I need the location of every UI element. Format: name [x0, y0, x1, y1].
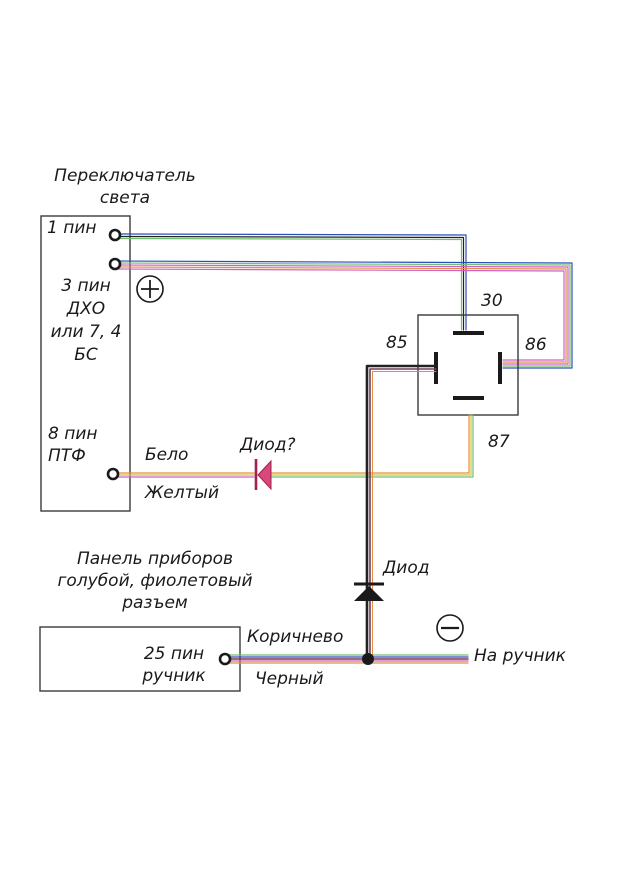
- panel-title-line3: разъем: [121, 593, 188, 613]
- diode-question-label: Диод?: [239, 435, 296, 455]
- switch-title-line1: Переключатель: [54, 166, 196, 186]
- minus-symbol: [436, 614, 464, 642]
- panel-title-line2: голубой, фиолетовый: [57, 571, 252, 591]
- diode-question-symbol: [254, 459, 272, 491]
- switch-pin3-label-line4: БС: [74, 345, 98, 365]
- light-switch-box: [40, 215, 131, 512]
- plus-symbol: [136, 275, 164, 303]
- wire-brown-label: Коричнево: [247, 627, 343, 647]
- instrument-panel-box: [39, 626, 241, 692]
- panel-pin25-label-line2: ручник: [141, 666, 206, 686]
- switch-pin3-label-line1: 3 пин: [61, 276, 111, 296]
- relay-pin30-label: 30: [481, 291, 503, 311]
- relay-pin87-label: 87: [488, 432, 510, 452]
- diode-symbol: [354, 582, 384, 601]
- wire-black-label: Черный: [255, 669, 324, 689]
- panel-pin25-label-line1: 25 пин: [144, 644, 204, 664]
- switch-pin1-label: 1 пин: [47, 218, 97, 238]
- terminal-pin25: [218, 652, 232, 666]
- switch-pin8-label-line1: 8 пин: [48, 424, 98, 444]
- wire-pin3-to-relay86: [117, 260, 573, 369]
- terminal-pin1: [108, 228, 122, 242]
- diode-label: Диод: [382, 558, 429, 578]
- relay-pin86-label: 86: [525, 335, 547, 355]
- relay-pin85-label: 85: [386, 333, 408, 353]
- switch-pin3-label-line2: ДХО: [66, 299, 105, 319]
- panel-title-line1: Панель приборов: [77, 549, 233, 569]
- wire-pin1-to-relay30: [117, 233, 467, 331]
- wire-yellow-label: Желтый: [144, 483, 219, 503]
- wire-relay87-to-pin8: [117, 414, 474, 478]
- switch-pin3-label-line3: или 7, 4: [51, 322, 122, 342]
- wire-white-label: Бело: [145, 445, 188, 465]
- wire-relay85-to-ground: [365, 364, 438, 662]
- switch-title-line2: света: [100, 188, 150, 208]
- wire-pin25-to-handbrake: [225, 654, 469, 664]
- handbrake-label: На ручник: [474, 646, 567, 666]
- switch-pin8-label-line2: ПТФ: [48, 446, 86, 466]
- terminal-pin8: [106, 467, 120, 481]
- ground-junction-dot: [362, 653, 374, 665]
- terminal-pin3: [108, 257, 122, 271]
